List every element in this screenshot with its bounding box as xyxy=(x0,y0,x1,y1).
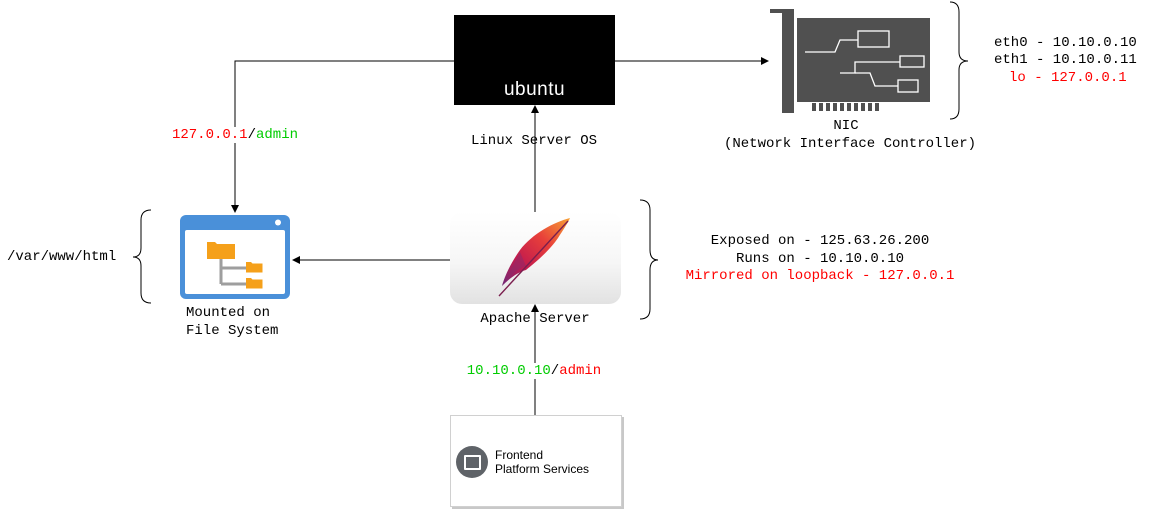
loopback-label-separator: / xyxy=(247,127,256,143)
apache-mirrored-label: Mirrored on loopback - 127.0.0.1 xyxy=(685,268,955,284)
filesystem-window-icon xyxy=(180,215,290,299)
frontend-edge-label: 10.10.0.10/admin xyxy=(434,363,634,379)
ubuntu-node: ubuntu xyxy=(454,15,615,105)
loopback-label-path: admin xyxy=(256,127,299,143)
loopback-label-host: 127.0.0.1 xyxy=(171,127,248,143)
nic-card-icon xyxy=(770,9,930,113)
filesystem-brace xyxy=(132,209,152,304)
apache-runs-label: Runs on - 10.10.0.10 xyxy=(735,251,905,267)
frontend-label-host: 10.10.0.10 xyxy=(466,363,551,379)
frontend-label: Frontend Platform Services xyxy=(495,448,589,476)
ubuntu-caption: Linux Server OS xyxy=(470,133,598,149)
apache-brace xyxy=(639,199,659,320)
apache-exposed-label: Exposed on - 125.63.26.200 xyxy=(710,233,930,249)
ubuntu-to-filesystem-arrow xyxy=(231,60,454,213)
nic-caption-subtitle: (Network Interface Controller) xyxy=(723,136,977,152)
nic-caption-title: NIC xyxy=(833,118,859,134)
frontend-label-line2: Platform Services xyxy=(495,462,590,476)
frontend-label-separator: / xyxy=(550,363,560,379)
interface-eth0: eth0 - 10.10.0.10 xyxy=(994,35,1137,51)
apache-caption: Apache Server xyxy=(480,311,590,327)
nic-brace xyxy=(949,1,969,120)
interface-eth1: eth1 - 10.10.0.11 xyxy=(994,52,1137,68)
frontend-label-line1: Frontend xyxy=(495,448,544,462)
filesystem-caption-line2: File System xyxy=(186,323,279,339)
filesystem-path-label: /var/www/html xyxy=(7,249,117,265)
ubuntu-logo-text: ubuntu xyxy=(503,79,566,100)
loopback-edge-label: 127.0.0.1/admin xyxy=(135,127,335,143)
filesystem-caption-line1: Mounted on xyxy=(186,305,271,321)
frontend-platform-icon xyxy=(456,446,488,478)
frontend-label-path: admin xyxy=(559,363,602,379)
apache-node xyxy=(450,212,621,304)
interface-lo: lo - 127.0.0.1 xyxy=(1009,70,1127,86)
apache-feather-icon xyxy=(498,218,570,297)
frontend-node: Frontend Platform Services xyxy=(450,415,622,507)
